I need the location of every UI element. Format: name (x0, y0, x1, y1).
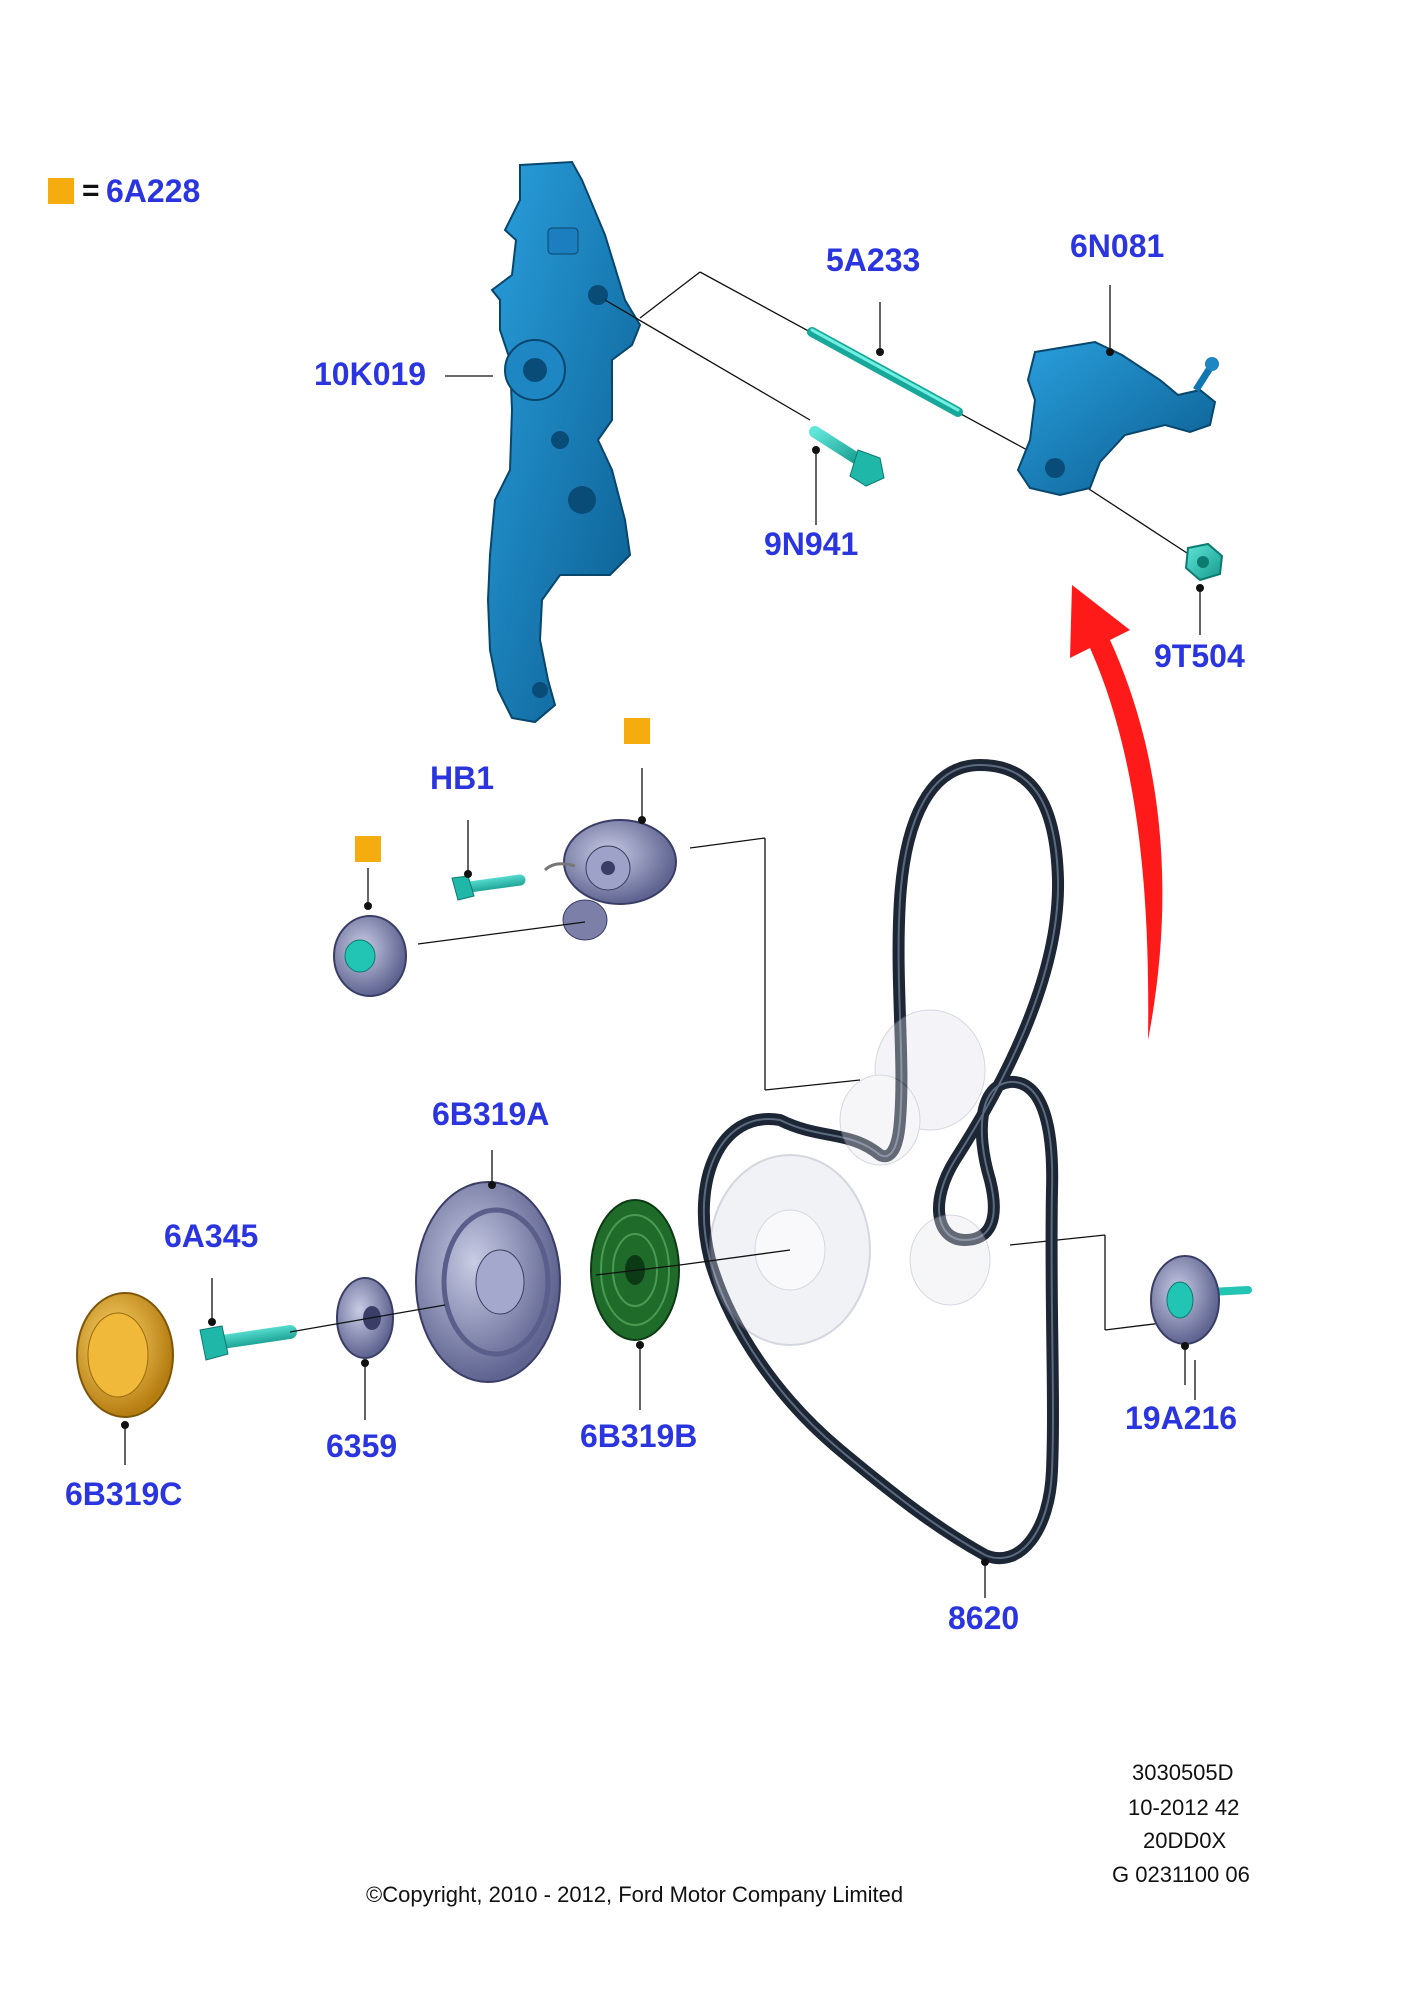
idler-marker (355, 836, 381, 862)
legend-marker (48, 178, 74, 204)
tensioner-6a228-part (543, 816, 677, 941)
bolt-hb1-part (451, 870, 526, 901)
pulley-6b319c-part (76, 1292, 174, 1429)
ghost-crank-pulley (709, 1009, 991, 1346)
legend-code: 6A228 (106, 173, 201, 209)
leader-lines-lower (124, 1150, 1186, 1598)
ref-line-3: 20DD0X (1143, 1828, 1227, 1853)
label-hb1: HB1 (430, 760, 495, 796)
label-6359: 6359 (326, 1428, 398, 1464)
label-6b319c: 6B319C (65, 1476, 183, 1512)
label-19a216: 19A216 (1125, 1400, 1238, 1436)
label-6n081: 6N081 (1070, 228, 1165, 264)
stud-5a233-part (807, 327, 963, 417)
legend-equals: = (82, 174, 100, 207)
bracket-6n081-part (1016, 340, 1219, 497)
label-6a345: 6A345 (164, 1218, 259, 1254)
label-9t504: 9T504 (1154, 638, 1245, 674)
nut-9t504-part (1184, 542, 1224, 592)
bolt-6a345-part (199, 1318, 297, 1361)
label-6b319b: 6B319B (580, 1418, 698, 1454)
belt-8620-part (697, 759, 1065, 1566)
ref-line-2: 10-2012 42 (1128, 1795, 1240, 1820)
label-9n941: 9N941 (764, 526, 859, 562)
leader-lines-middle (367, 768, 1196, 1400)
tensioner-marker (624, 718, 650, 744)
idler-19a216-part (1150, 1255, 1252, 1350)
label-8620: 8620 (948, 1600, 1020, 1636)
direction-arrow (1070, 585, 1163, 1040)
ref-line-1: 3030505D (1132, 1760, 1234, 1785)
pulley-6b319a-part (415, 1181, 561, 1383)
bracket-10k019-part (486, 160, 642, 724)
idler-pulley-6a228-part (333, 902, 407, 997)
ref-line-4: G 0231100 06 (1112, 1862, 1250, 1887)
label-6b319a: 6B319A (432, 1096, 550, 1132)
copyright-text: ©Copyright, 2010 - 2012, Ford Motor Comp… (366, 1882, 904, 1907)
bolt-9n941-part (809, 426, 885, 487)
label-5a233: 5A233 (826, 242, 921, 278)
label-10k019: 10K019 (314, 356, 427, 392)
leader-crank (679, 1249, 791, 1266)
